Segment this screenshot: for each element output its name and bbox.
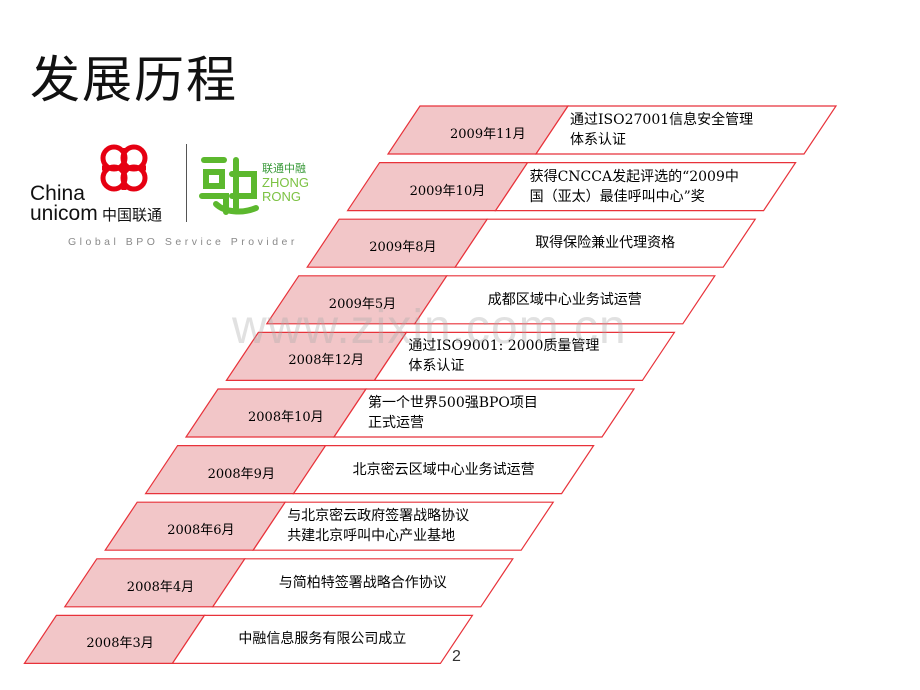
timeline-event-shape	[211, 558, 514, 608]
timeline-event-shape	[171, 614, 474, 665]
timeline-event-text: 获得CNCCA发起评选的“2009中国（亚太）最佳呼叫中心”奖	[530, 167, 739, 207]
timeline-year-label: 2009年8月	[369, 240, 437, 256]
unicom-knot-icon	[100, 144, 148, 192]
timeline-year-label: 2008年6月	[167, 523, 235, 539]
timeline-event-text: 中融信息服务有限公司成立	[188, 629, 456, 649]
timeline-event-text: 通过ISO27001信息安全管理体系认证	[570, 110, 753, 150]
timeline-event-shape	[534, 105, 838, 155]
logo-divider	[186, 144, 187, 222]
timeline-event-text: 与北京密云政府签署战略协议共建北京呼叫中心产业基地	[287, 506, 469, 546]
timeline-event-line: 通过ISO27001信息安全管理	[570, 112, 754, 128]
timeline-event-text: 第一个世界500强BPO项目正式运营	[368, 393, 538, 433]
timeline-event-line: 共建北京呼叫中心产业基地	[287, 528, 456, 545]
timeline-year-label: 2008年10月	[248, 410, 324, 425]
timeline-event-text: 通过ISO9001: 2000质量管理体系认证	[408, 336, 599, 376]
timeline-event-shape	[494, 162, 797, 212]
timeline-event-line: 国（亚太）最佳呼叫中心”奖	[529, 188, 705, 205]
timeline-year-label: 2009年11月	[450, 127, 526, 142]
timeline-event-shape	[292, 445, 595, 495]
timeline-event-shape	[373, 331, 676, 381]
timeline-event-line: 成都区域中心业务试运营	[487, 291, 642, 308]
timeline-year-label: 2008年4月	[126, 579, 195, 595]
zhongrong-chinese-name: 联通中融	[262, 162, 306, 175]
logo-block: China unicom 中国联通 联通中融 ZHONG RONG	[30, 140, 320, 250]
timeline-event-line: 体系认证	[570, 132, 626, 148]
zhongrong-wordmark-line1: ZHONG	[262, 175, 309, 190]
timeline-event-shape	[252, 501, 555, 551]
timeline-event-line: 体系认证	[408, 358, 465, 375]
timeline-event-shape	[454, 218, 757, 268]
timeline-year-label: 2008年12月	[288, 353, 365, 369]
timeline-event-line: 与北京密云政府签署战略协议	[287, 508, 470, 525]
page-title: 发展历程	[30, 51, 238, 109]
timeline-event-line: 与简柏特签署战略合作协议	[278, 574, 447, 591]
timeline-event-line: 通过ISO9001: 2000质量管理	[408, 338, 600, 355]
timeline-event-line: 北京密云区域中心业务试运营	[352, 461, 535, 478]
timeline-event-shape	[413, 275, 716, 325]
timeline-event-text: 北京密云区域中心业务试运营	[310, 460, 578, 480]
unicom-wordmark-line1: China	[30, 182, 85, 205]
timeline-year-label: 2009年5月	[328, 296, 397, 312]
timeline-year-label: 2008年3月	[86, 636, 154, 652]
timeline-event-text: 与简柏特签署战略合作协议	[229, 573, 497, 593]
timeline-year-label: 2009年10月	[409, 183, 486, 199]
timeline-event-text: 取得保险兼业代理资格	[471, 233, 739, 253]
timeline-event-line: 第一个世界500强BPO项目	[368, 395, 538, 411]
timeline-event-line: 中融信息服务有限公司成立	[238, 631, 407, 648]
timeline-event-line: 取得保险兼业代理资格	[535, 235, 676, 252]
timeline-event-line: 获得CNCCA发起评选的“2009中	[529, 168, 739, 185]
watermark: www.zixin.com.cn	[232, 301, 627, 354]
unicom-wordmark-line2: unicom	[30, 202, 98, 225]
logo-tagline: Global BPO Service Provider	[68, 236, 298, 248]
timeline-year-label: 2008年9月	[207, 466, 275, 482]
unicom-chinese-name: 中国联通	[102, 206, 163, 224]
timeline-event-shape	[332, 388, 636, 438]
zhongrong-wordmark-line2: RONG	[262, 189, 301, 204]
timeline-event-text: 成都区域中心业务试运营	[431, 290, 699, 310]
timeline-event-line: 正式运营	[368, 415, 424, 431]
page-number: 2	[452, 648, 461, 665]
zhongrong-logo-icon	[199, 157, 259, 215]
